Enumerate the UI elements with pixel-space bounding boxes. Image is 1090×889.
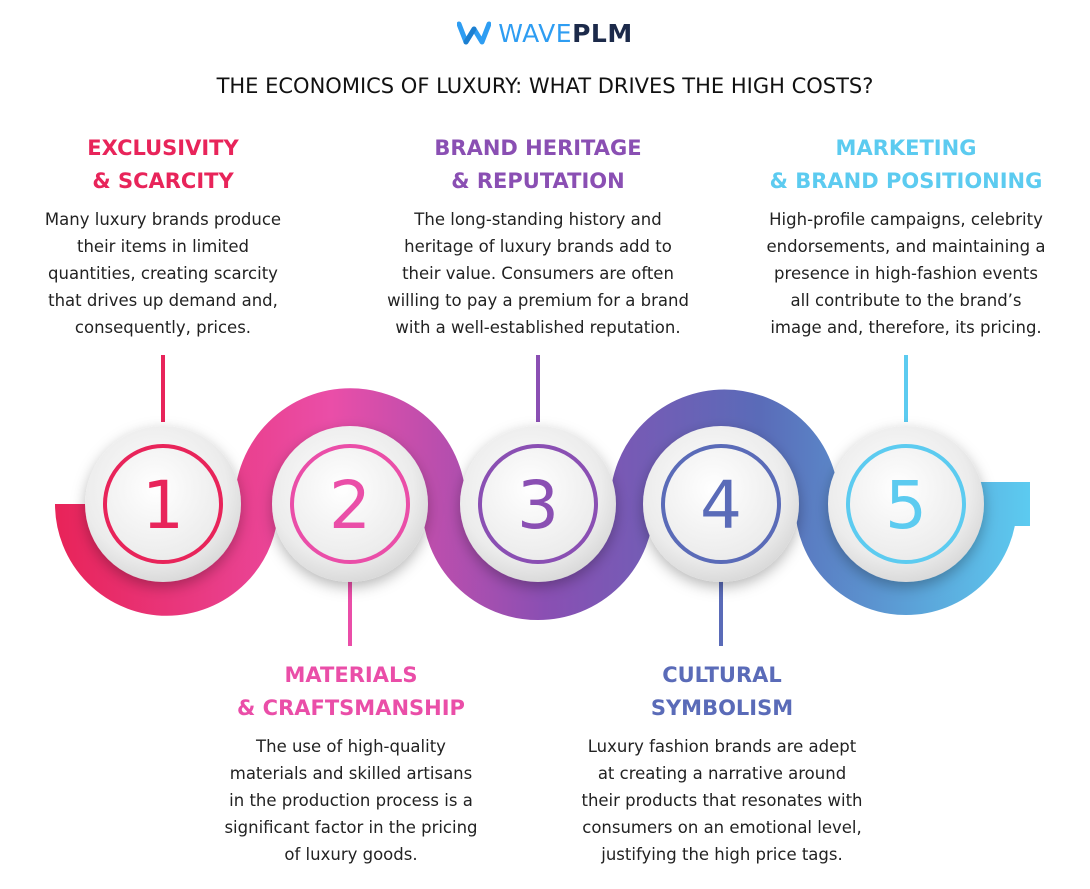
step-5-block: MARKETING & BRAND POSITIONING High-profi…: [740, 132, 1072, 341]
step-disc-5: [828, 426, 984, 582]
step-4-heading: CULTURAL SYMBOLISM: [650, 663, 794, 720]
step-disc-3: [460, 426, 616, 582]
step-ring-3: [478, 444, 598, 564]
step-number-1: 1: [142, 467, 184, 544]
step-2-description: The use of high-quality materials and sk…: [224, 737, 478, 864]
step-disc-1: [85, 426, 241, 582]
page-title: THE ECONOMICS OF LUXURY: WHAT DRIVES THE…: [216, 74, 874, 98]
step-4-description: Luxury fashion brands are adept at creat…: [581, 737, 863, 864]
step-ring-1: [103, 444, 223, 564]
step-2-block: MATERIALS & CRAFTSMANSHIP The use of hig…: [196, 659, 506, 868]
step-4-block: CULTURAL SYMBOLISM Luxury fashion brands…: [556, 659, 888, 868]
step-disc-2: [272, 426, 428, 582]
step-1-block: EXCLUSIVITY & SCARCITY Many luxury brand…: [18, 132, 308, 341]
step-1-description: Many luxury brands produce their items i…: [44, 210, 282, 337]
wave-band: [55, 388, 1030, 620]
step-number-4: 4: [700, 467, 742, 544]
brand-logo: WAVEPLM: [0, 16, 1090, 50]
step-number-3: 3: [517, 467, 559, 544]
step-2-heading: MATERIALS & CRAFTSMANSHIP: [237, 663, 465, 720]
brand-name: WAVEPLM: [498, 18, 633, 48]
step-ring-2: [290, 444, 410, 564]
step-5-description: High-profile campaigns, celebrity endors…: [766, 210, 1046, 337]
step-disc-4: [643, 426, 799, 582]
step-ring-5: [846, 444, 966, 564]
step-3-block: BRAND HERITAGE & REPUTATION The long-sta…: [358, 132, 718, 341]
step-5-heading: MARKETING & BRAND POSITIONING: [769, 136, 1043, 193]
step-ring-4: [661, 444, 781, 564]
step-1-heading: EXCLUSIVITY & SCARCITY: [87, 136, 239, 193]
step-number-2: 2: [329, 467, 371, 544]
wave-w-logo-icon: [457, 21, 492, 45]
step-3-heading: BRAND HERITAGE & REPUTATION: [434, 136, 642, 193]
step-number-5: 5: [885, 467, 927, 544]
step-3-description: The long-standing history and heritage o…: [387, 210, 689, 337]
